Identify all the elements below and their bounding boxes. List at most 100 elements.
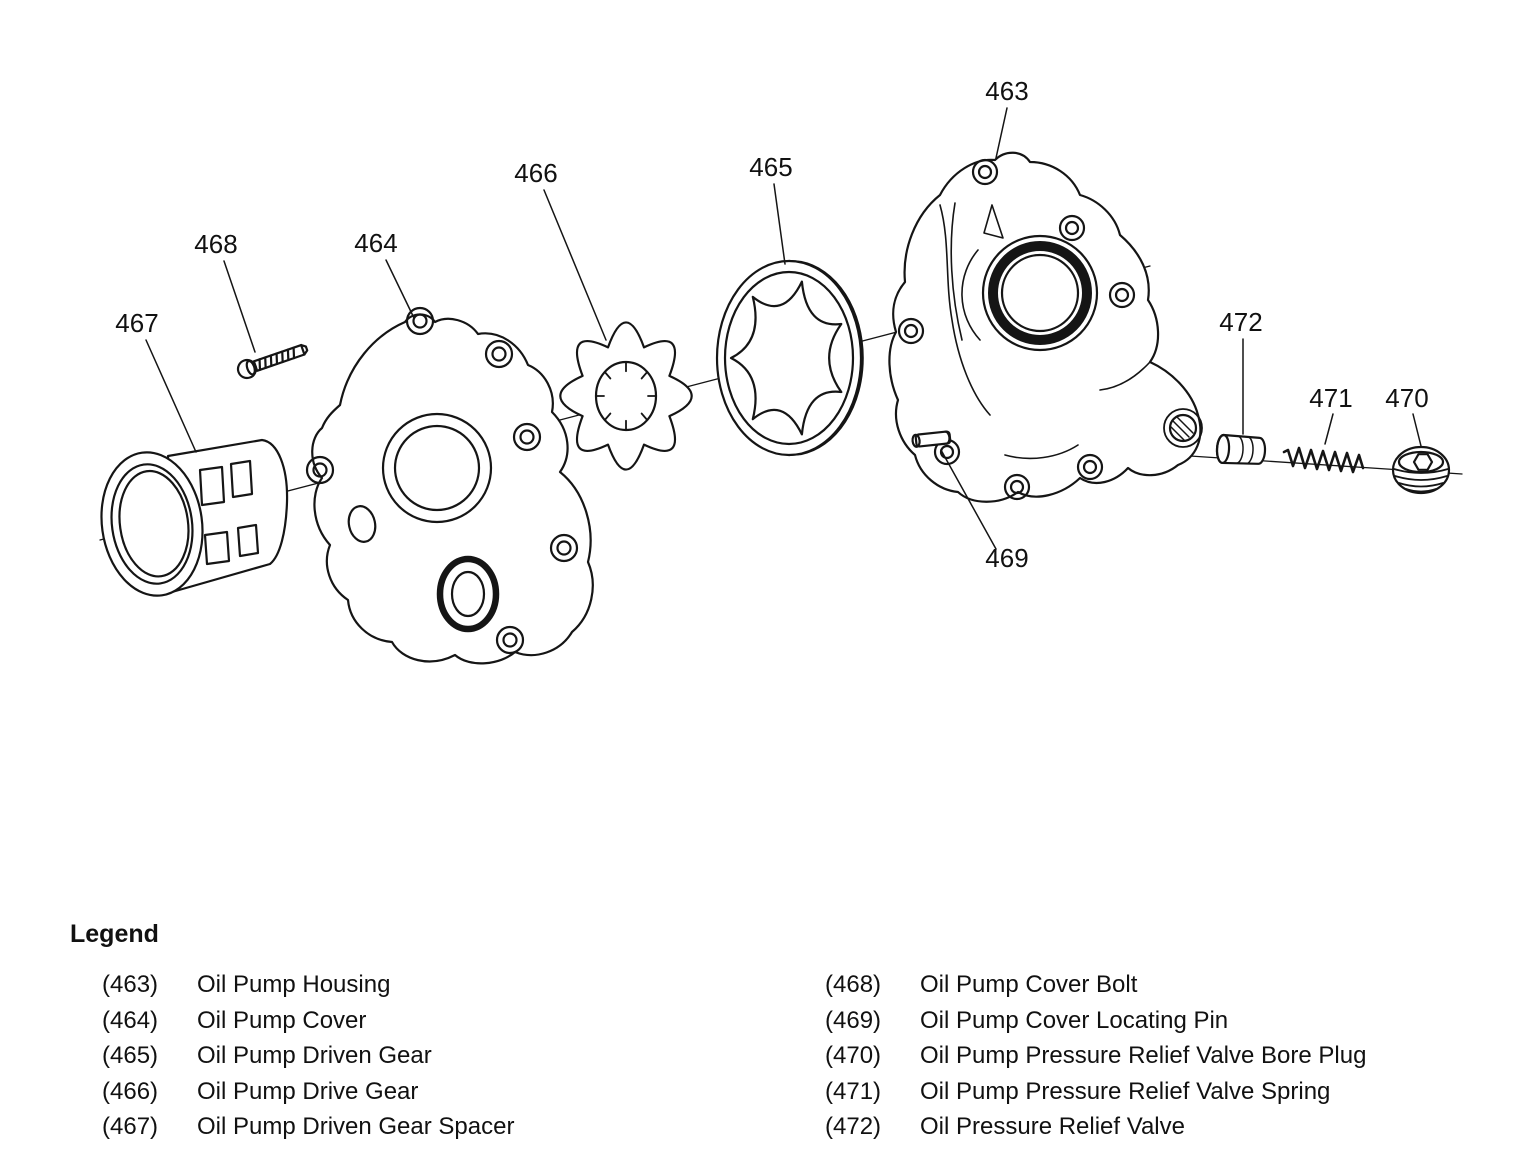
legend-item-label: Oil Pump Cover Bolt: [920, 971, 1138, 998]
drive-gear-spline-teeth: [595, 361, 657, 431]
legend-item: (467) Oil Pump Driven Gear Spacer: [102, 1109, 825, 1145]
part-oil-pump-cover: [305, 306, 594, 665]
legend-title: Legend: [70, 920, 159, 948]
bolt-shank: [252, 343, 306, 372]
legend-item: (465) Oil Pump Driven Gear: [102, 1038, 825, 1074]
bolt-head-edge: [245, 359, 256, 376]
part-oil-pump-pressure-relief-valve-spring: [1282, 446, 1365, 474]
valve-front-face: [1215, 433, 1231, 465]
legend-item-label: Oil Pump Cover Locating Pin: [920, 1006, 1229, 1034]
spring-coils: [1282, 446, 1365, 474]
valve-ring: [1245, 436, 1254, 465]
legend-item-label: Oil Pump Driven Gear Spacer: [197, 1113, 515, 1140]
part-oil-pressure-relief-valve: [1215, 433, 1267, 465]
legend-item-label: Oil Pump Drive Gear: [197, 1077, 419, 1105]
legend-item-number: (464): [102, 1006, 159, 1034]
callout-470: 470: [1385, 383, 1428, 413]
callout-466: 466: [514, 158, 557, 188]
legend-item: (468) Oil Pump Cover Bolt: [825, 967, 1510, 1003]
leader-464: [385, 259, 415, 319]
legend-item-label: Oil Pump Pressure Relief Valve Bore Plug: [920, 1042, 1367, 1069]
housing-bolt-holes: [897, 158, 1136, 501]
spacer-slot: [198, 465, 226, 507]
plug-hex-socket: [1412, 453, 1434, 471]
callout-472: 472: [1219, 307, 1262, 337]
callout-465: 465: [749, 152, 792, 182]
plug-threads: [1393, 468, 1449, 493]
legend-item-number: (468): [825, 971, 882, 998]
callout-467: 467: [115, 308, 158, 338]
cover-seal-bore-inner: [450, 570, 486, 618]
cover-oval-recess: [347, 505, 377, 543]
callout-469: 469: [985, 543, 1028, 573]
legend-item-number: (467): [102, 1113, 159, 1140]
legend-item-number: (466): [102, 1077, 159, 1105]
legend-item-number: (463): [102, 971, 159, 998]
housing-bore-inner: [1000, 253, 1080, 333]
legend-column-left: (463) Oil Pump Housing (464) Oil Pump Co…: [70, 967, 825, 1145]
legend-item: (466) Oil Pump Drive Gear: [102, 1074, 825, 1110]
legend-item-number: (471): [825, 1077, 882, 1105]
leader-463: [995, 107, 1008, 159]
callout-464: 464: [354, 228, 397, 258]
legend-item-number: (470): [825, 1042, 882, 1069]
callout-471: 471: [1309, 383, 1352, 413]
legend-item-label: Oil Pump Driven Gear: [197, 1042, 432, 1069]
pin-end-arc: [944, 430, 951, 445]
driven-gear-inner-rim: [723, 270, 855, 446]
pin-body: [914, 430, 952, 448]
part-oil-pump-cover-bolt: [236, 343, 309, 380]
legend-item-number: (465): [102, 1042, 159, 1069]
spacer-slot: [236, 523, 260, 558]
cover-outline: [311, 313, 594, 665]
callout-468: 468: [194, 229, 237, 259]
leader-469: [940, 449, 997, 550]
cover-center-bore-outer: [381, 412, 493, 524]
legend-item: (471) Oil Pump Pressure Relief Valve Spr…: [825, 1074, 1510, 1110]
spacer-slot: [229, 459, 254, 499]
cover-center-bore-inner: [393, 424, 481, 512]
cover-bolt-holes: [305, 306, 579, 655]
leader-467: [145, 339, 197, 453]
spacer-front-inner-rim: [110, 463, 194, 585]
housing-casting-lines: [939, 202, 1151, 460]
housing-bore-ring: [988, 241, 1092, 345]
cover-seal-bore-ring: [436, 555, 500, 633]
legend-item: (472) Oil Pressure Relief Valve: [825, 1109, 1510, 1145]
legend-item-label: Oil Pump Cover: [197, 1006, 367, 1034]
driven-gear-internal-lobes: [731, 282, 841, 435]
legend-item: (464) Oil Pump Cover: [102, 1003, 825, 1039]
legend-item: (470) Oil Pump Pressure Relief Valve Bor…: [825, 1038, 1510, 1074]
legend-item-label: Oil Pump Housing: [197, 971, 391, 998]
part-oil-pump-driven-gear: [715, 259, 864, 457]
legend-column-right: (468) Oil Pump Cover Bolt (469) Oil Pump…: [825, 967, 1510, 1145]
pin-end-face: [911, 433, 921, 448]
leader-465: [773, 183, 786, 265]
leader-471: [1324, 413, 1334, 445]
bolt-tip: [300, 343, 309, 356]
housing-bore-outer: [981, 234, 1099, 352]
leader-468: [223, 260, 256, 353]
part-oil-pump-pressure-relief-valve-bore-plug: [1391, 445, 1451, 495]
legend-item: (463) Oil Pump Housing: [102, 967, 825, 1003]
housing-relief-valve-boss: [1163, 408, 1203, 448]
legend-item-number: (469): [825, 1006, 882, 1034]
callout-labels: 463 464 465 466 467 468 469 470 471 472: [115, 76, 1428, 573]
leader-466: [543, 189, 607, 341]
legend: Legend (463) Oil Pump Housing (464) Oil …: [70, 920, 1510, 1145]
part-oil-pump-cover-locating-pin: [911, 430, 952, 448]
legend-columns: (463) Oil Pump Housing (464) Oil Pump Co…: [70, 967, 1510, 1145]
legend-item-number: (472): [825, 1113, 882, 1140]
part-oil-pump-housing: [888, 151, 1203, 503]
spacer-front-bore: [118, 469, 190, 578]
spacer-slot: [203, 530, 231, 566]
part-oil-pump-drive-gear: [560, 322, 691, 469]
callout-leader-lines: [145, 107, 1422, 550]
legend-item: (469) Oil Pump Cover Locating Pin: [825, 1003, 1510, 1039]
legend-item-label: Oil Pump Pressure Relief Valve Spring: [920, 1077, 1331, 1105]
leader-470: [1412, 413, 1422, 447]
callout-463: 463: [985, 76, 1028, 106]
legend-item-label: Oil Pressure Relief Valve: [920, 1113, 1185, 1140]
